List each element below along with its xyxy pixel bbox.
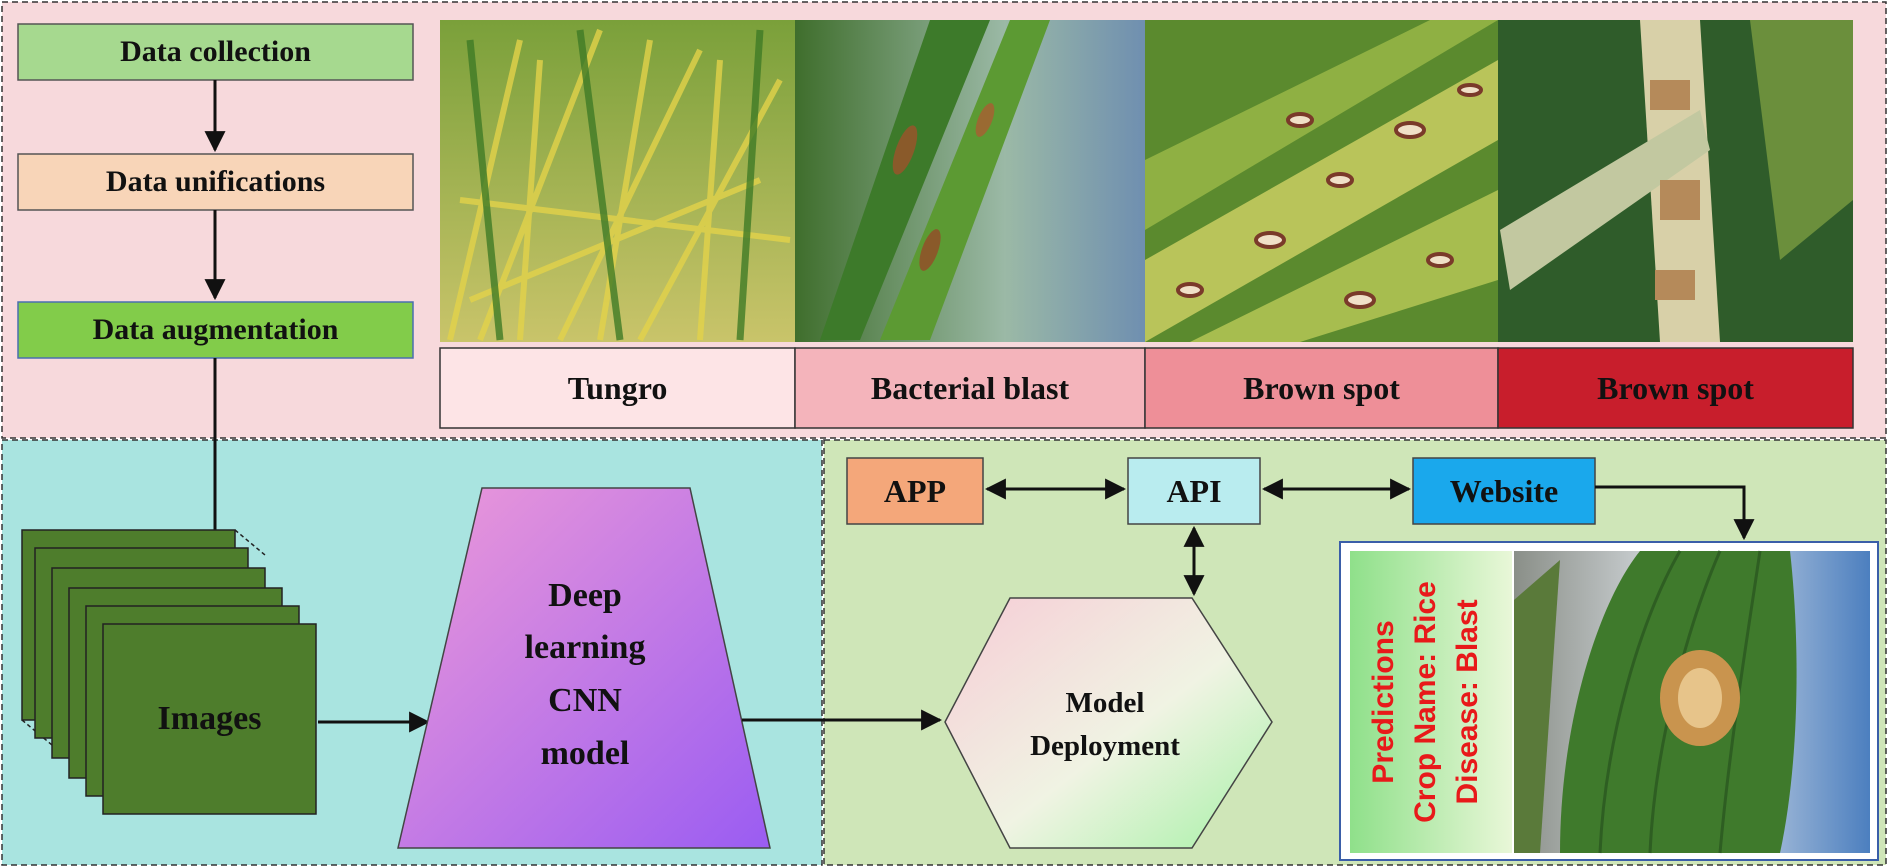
cnn-line-4: model bbox=[540, 734, 630, 772]
disease-label-brown-spot-2: Brown spot bbox=[1597, 369, 1754, 406]
label-brown1-box bbox=[1144, 347, 1499, 429]
app-box bbox=[846, 457, 984, 525]
image-stack bbox=[21, 529, 317, 815]
arrow-website-to-prediction bbox=[1595, 485, 1755, 541]
cnn-line-1: Deep bbox=[548, 576, 622, 614]
photo-brown-spot-2 bbox=[1498, 20, 1853, 342]
data-collection-box bbox=[17, 23, 414, 81]
api-box bbox=[1127, 457, 1261, 525]
app-label: APP bbox=[883, 472, 947, 509]
photo-brown-spot-1 bbox=[1145, 20, 1498, 342]
deployment-line-2: Deployment bbox=[1030, 730, 1180, 762]
prediction-photo bbox=[1514, 550, 1870, 854]
data-augmentation-label: Data augmentation bbox=[92, 313, 339, 346]
data-augmentation-box bbox=[17, 301, 414, 359]
disease-label-bacterial-blast: Bacterial blast bbox=[870, 369, 1070, 406]
deployment-label: Model Deployment bbox=[990, 670, 1220, 780]
cnn-line-3: CNN bbox=[548, 682, 622, 719]
api-label: API bbox=[1166, 472, 1222, 509]
cnn-line-2: learning bbox=[524, 629, 646, 667]
label-brown2-box bbox=[1497, 347, 1854, 429]
deployment-shape bbox=[944, 597, 1273, 849]
data-collection-label: Data collection bbox=[120, 35, 311, 68]
data-unification-box bbox=[17, 153, 414, 211]
cnn-model-label: Deep learning CNN model bbox=[440, 555, 730, 795]
prediction-label-panel bbox=[1350, 551, 1512, 853]
cnn-model-shape bbox=[397, 487, 771, 849]
website-box bbox=[1412, 457, 1596, 525]
website-label: Website bbox=[1449, 472, 1559, 509]
photo-tungro bbox=[440, 20, 795, 342]
images-label: Images bbox=[157, 700, 262, 737]
disease-label-brown-spot-1: Brown spot bbox=[1243, 369, 1400, 406]
label-tungro-box bbox=[439, 347, 796, 429]
disease-label-tungro: Tungro bbox=[567, 369, 668, 406]
data-unification-label: Data unifications bbox=[105, 165, 326, 198]
label-bacterial-box bbox=[794, 347, 1146, 429]
deployment-line-1: Model bbox=[1065, 686, 1145, 719]
photo-bacterial-blast bbox=[795, 20, 1145, 342]
